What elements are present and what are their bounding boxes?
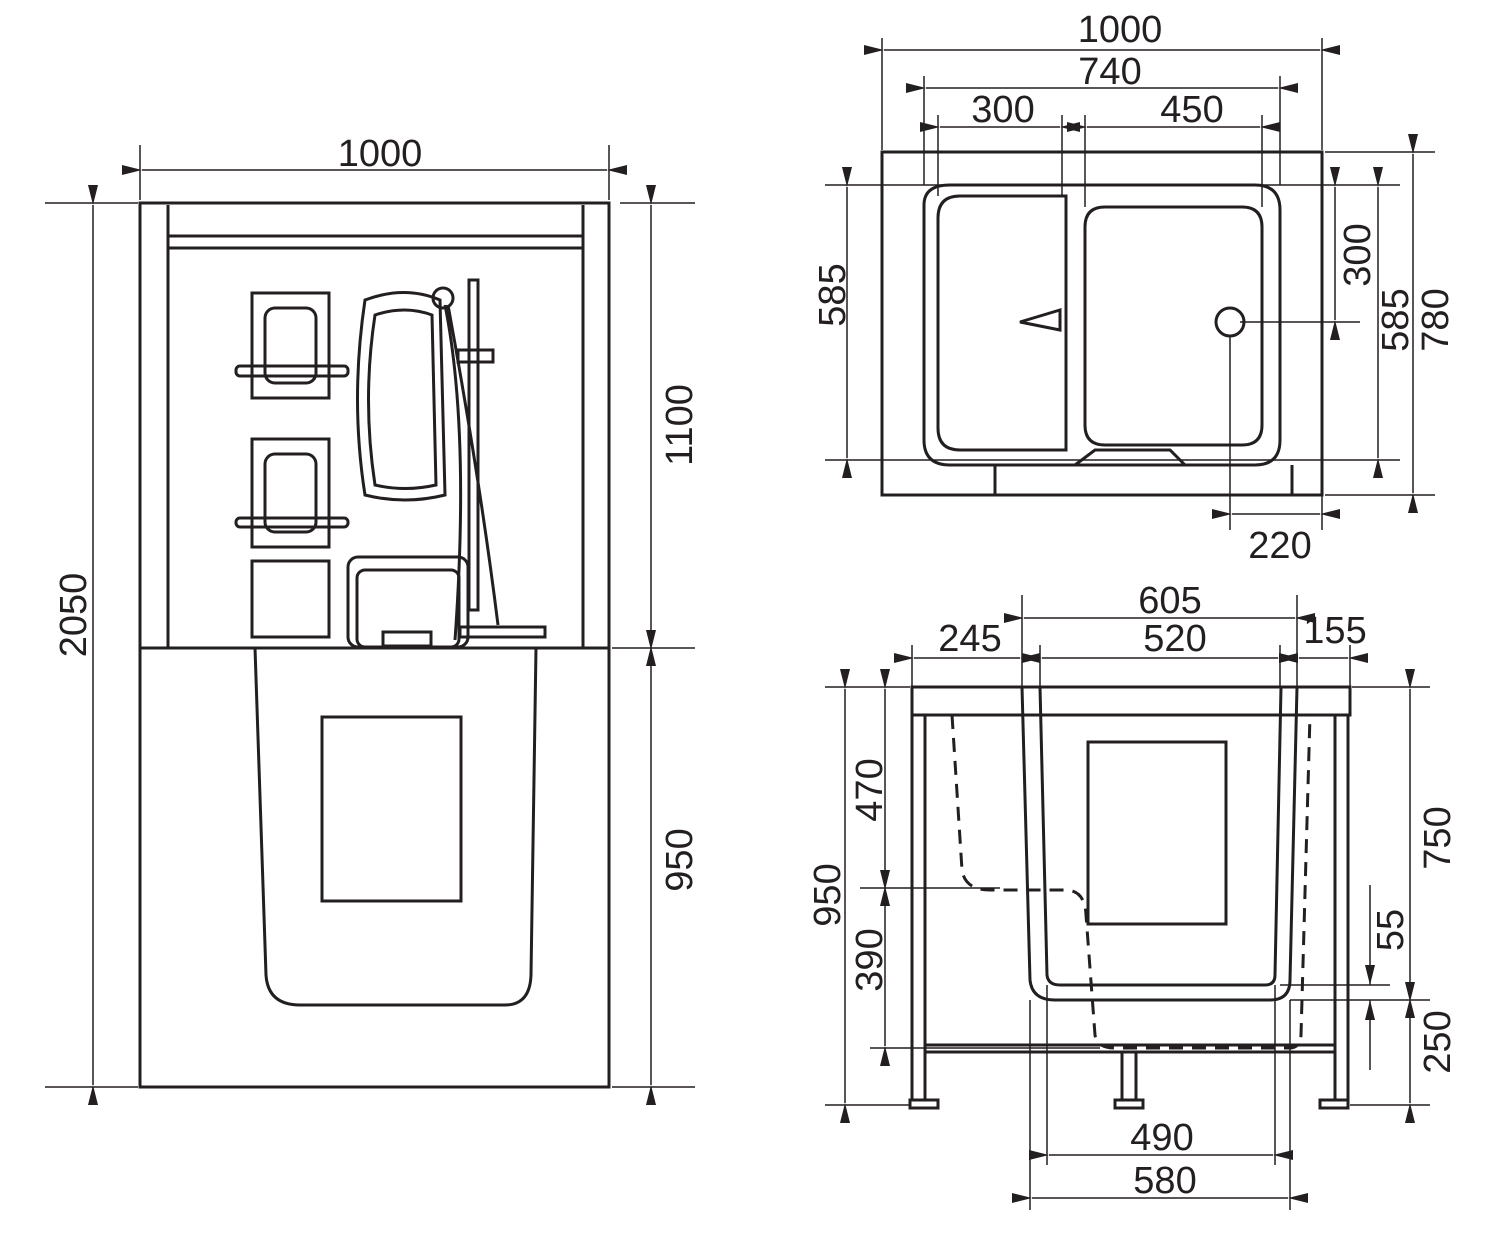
dim-plan-drain: 300 [1337, 223, 1379, 286]
shower-head [431, 286, 455, 310]
dim-side-bottom-outer: 580 [1133, 1160, 1196, 1202]
tub-door-window [320, 715, 463, 903]
dim-plan-width: 1000 [1078, 9, 1163, 51]
drain [1214, 306, 1246, 338]
dim-side-lower: 390 [849, 928, 891, 991]
dim-front-upper: 1100 [659, 384, 701, 466]
dim-side-left: 245 [938, 618, 1001, 660]
dim-plan-total: 780 [1415, 288, 1457, 351]
mirror [356, 291, 447, 502]
shelf-upper [234, 291, 350, 400]
panel-square [250, 559, 331, 639]
dim-plan-left: 300 [971, 89, 1034, 131]
side-window [1086, 740, 1228, 926]
dim-side-top: 605 [1138, 580, 1201, 622]
dim-side-leg: 250 [1417, 1010, 1459, 1073]
dim-plan-right: 450 [1160, 89, 1223, 131]
dim-side-height: 950 [807, 863, 849, 926]
shower-rail [467, 278, 480, 612]
side-view: 605 520 245 155 950 470 390 750 55 250 4… [807, 580, 1459, 1210]
dim-side-inner-top: 520 [1143, 618, 1206, 660]
dim-plan-depth-left: 585 [812, 263, 854, 326]
plan-view: 1000 740 300 450 585 300 585 780 220 [812, 9, 1457, 567]
shelf-lower [234, 437, 350, 549]
dim-front-height: 2050 [53, 573, 95, 658]
dim-plan-inner: 740 [1078, 51, 1141, 93]
dim-side-upper: 470 [849, 758, 891, 821]
dim-front-width: 1000 [338, 133, 423, 175]
dim-side-tub: 750 [1417, 806, 1459, 869]
front-view: 1000 2050 1100 950 [45, 133, 701, 1105]
dim-front-lower: 950 [659, 828, 701, 891]
dim-side-gap: 55 [1370, 909, 1412, 951]
dim-plan-depth-right: 585 [1375, 288, 1417, 351]
dim-plan-drain-side: 220 [1248, 525, 1311, 567]
dim-side-bottom-inner: 490 [1130, 1117, 1193, 1159]
dim-side-right: 155 [1303, 610, 1366, 652]
